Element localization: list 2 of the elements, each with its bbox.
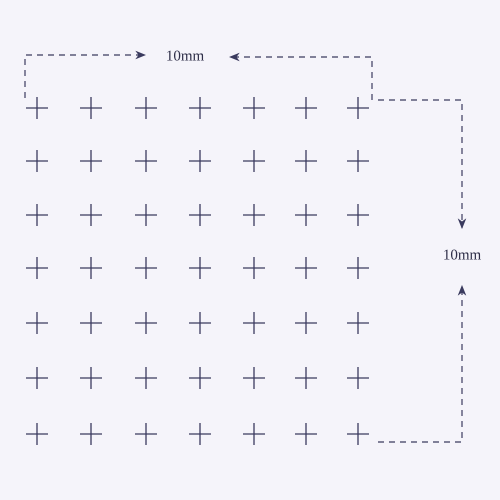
dimension-label: 10mm: [164, 48, 206, 66]
dimension-label: 10mm: [442, 248, 482, 264]
